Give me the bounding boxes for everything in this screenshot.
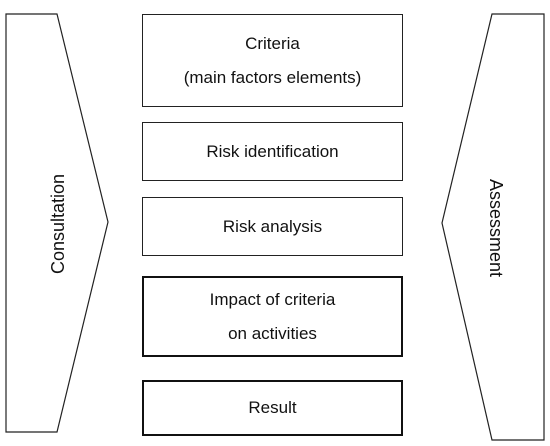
criteria-box: Criteria (main factors elements) (142, 14, 403, 107)
risk-identification-label: Risk identification (206, 141, 339, 161)
impact-of-criteria-line-2: on activities (228, 323, 317, 343)
assessment-arrow-shape (441, 13, 545, 441)
criteria-title: Criteria (245, 33, 300, 53)
consultation-label: Consultation (48, 173, 68, 275)
result-label: Result (248, 398, 297, 417)
impact-of-criteria-box: Impact of criteria on activities (142, 276, 403, 357)
criteria-subtitle: (main factors elements) (183, 67, 362, 87)
result-box: Result (142, 380, 403, 436)
risk-analysis-box: Risk analysis (142, 197, 403, 256)
risk-identification-box: Risk identification (142, 122, 403, 181)
consultation-arrow-shape (5, 13, 109, 433)
assessment-label: Assessment (486, 178, 506, 278)
impact-of-criteria-line-1: Impact of criteria (209, 289, 336, 309)
risk-analysis-label: Risk analysis (222, 216, 323, 236)
